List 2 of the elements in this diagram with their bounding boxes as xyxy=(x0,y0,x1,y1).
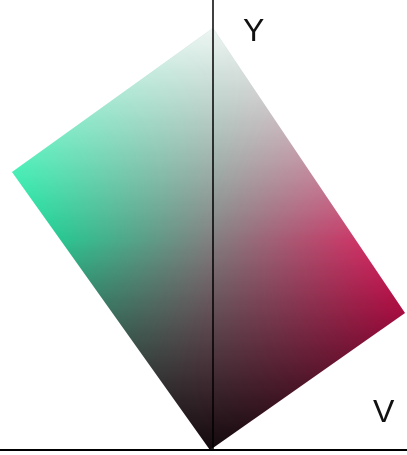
axis-label: Y xyxy=(243,14,264,46)
axis-label: V xyxy=(373,395,394,427)
